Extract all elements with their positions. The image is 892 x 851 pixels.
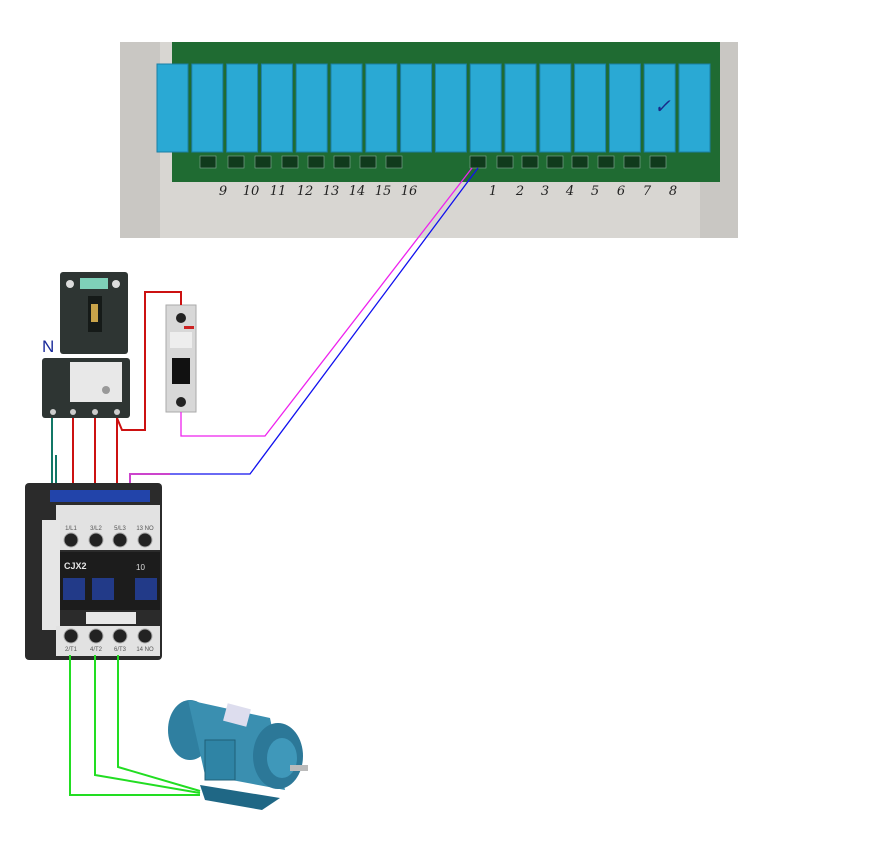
- relay-number: 10: [243, 184, 260, 199]
- relay: [400, 63, 433, 153]
- relay: [226, 63, 259, 153]
- relay: [295, 63, 328, 153]
- terminal-block: [496, 155, 514, 169]
- terminal-block: [649, 155, 667, 169]
- relay-number: 13: [323, 184, 340, 199]
- terminal-screw: [137, 532, 153, 548]
- relay: [678, 63, 711, 153]
- relay: [574, 63, 607, 153]
- terminal-block: [385, 155, 403, 169]
- terminal-block: [597, 155, 615, 169]
- terminal-screw: [88, 628, 104, 644]
- relay: [504, 63, 537, 153]
- relay: [434, 63, 467, 153]
- terminal-label: 14 NO: [136, 647, 154, 653]
- rating-label: 10: [136, 563, 145, 572]
- relay: [156, 63, 189, 153]
- relay-number: 7: [643, 184, 652, 199]
- electric-motor: [168, 700, 308, 810]
- terminal-block: [307, 155, 325, 169]
- check-mark: ✓: [654, 94, 671, 118]
- relay-row: [156, 63, 711, 153]
- terminal-screw: [137, 628, 153, 644]
- relay: [330, 63, 363, 153]
- relay-number: 15: [375, 184, 392, 199]
- relay: [643, 63, 676, 153]
- terminal-row: [199, 155, 667, 169]
- relay-number: 8: [669, 184, 677, 199]
- terminal-screw: [112, 628, 128, 644]
- relay: [365, 63, 398, 153]
- terminal-block: [571, 155, 589, 169]
- terminal-label: 5/L3: [114, 526, 126, 532]
- relay-number: 11: [270, 184, 287, 199]
- model-label: CJX2: [64, 561, 87, 571]
- terminal-label: 3/L2: [90, 526, 102, 532]
- relay-number: 5: [591, 184, 599, 199]
- terminal-block: [199, 155, 217, 169]
- relay-number: 9: [219, 184, 227, 199]
- terminal-block: [333, 155, 351, 169]
- terminal-block: [254, 155, 272, 169]
- relay: [608, 63, 641, 153]
- relay-number: 6: [617, 184, 625, 199]
- relay: [469, 63, 502, 153]
- terminal-block: [521, 155, 539, 169]
- neutral-label: N: [42, 337, 54, 356]
- terminal-block: [359, 155, 377, 169]
- contactor: 1/L1 3/L2 5/L3 13 NO CJX2 10 2/T1 4/T2 6/T3 14…: [25, 483, 162, 660]
- terminal-label: 13 NO: [136, 526, 154, 532]
- relay: [539, 63, 572, 153]
- bottom-terminals: 2/T1 4/T2 6/T3 14 NO: [63, 628, 154, 653]
- terminal-screw: [63, 532, 79, 548]
- terminal-block: [546, 155, 564, 169]
- relay: [191, 63, 224, 153]
- terminal-block: [227, 155, 245, 169]
- terminal-label: 1/L1: [65, 526, 77, 532]
- relay-number: 14: [349, 184, 366, 199]
- terminal-block: [623, 155, 641, 169]
- terminal-block: [281, 155, 299, 169]
- relay-number: 16: [401, 184, 418, 199]
- relay-number: 3: [541, 184, 549, 199]
- terminal-label: 6/T3: [114, 647, 127, 653]
- top-terminals: 1/L1 3/L2 5/L3 13 NO: [63, 526, 154, 548]
- terminal-screw: [63, 628, 79, 644]
- relay-number: 1: [489, 184, 497, 199]
- relay-number: 12: [297, 184, 314, 199]
- terminal-block: [469, 155, 487, 169]
- circuit-breaker: [165, 304, 197, 413]
- terminal-label: 4/T2: [90, 647, 103, 653]
- relay: [260, 63, 293, 153]
- motor-wires: [69, 655, 201, 796]
- relay-number: 2: [515, 184, 524, 199]
- isolator-switch: N: [42, 272, 130, 418]
- relay-number: 4: [565, 184, 574, 199]
- terminal-screw: [112, 532, 128, 548]
- terminal-screw: [88, 532, 104, 548]
- terminal-label: 2/T1: [65, 647, 78, 653]
